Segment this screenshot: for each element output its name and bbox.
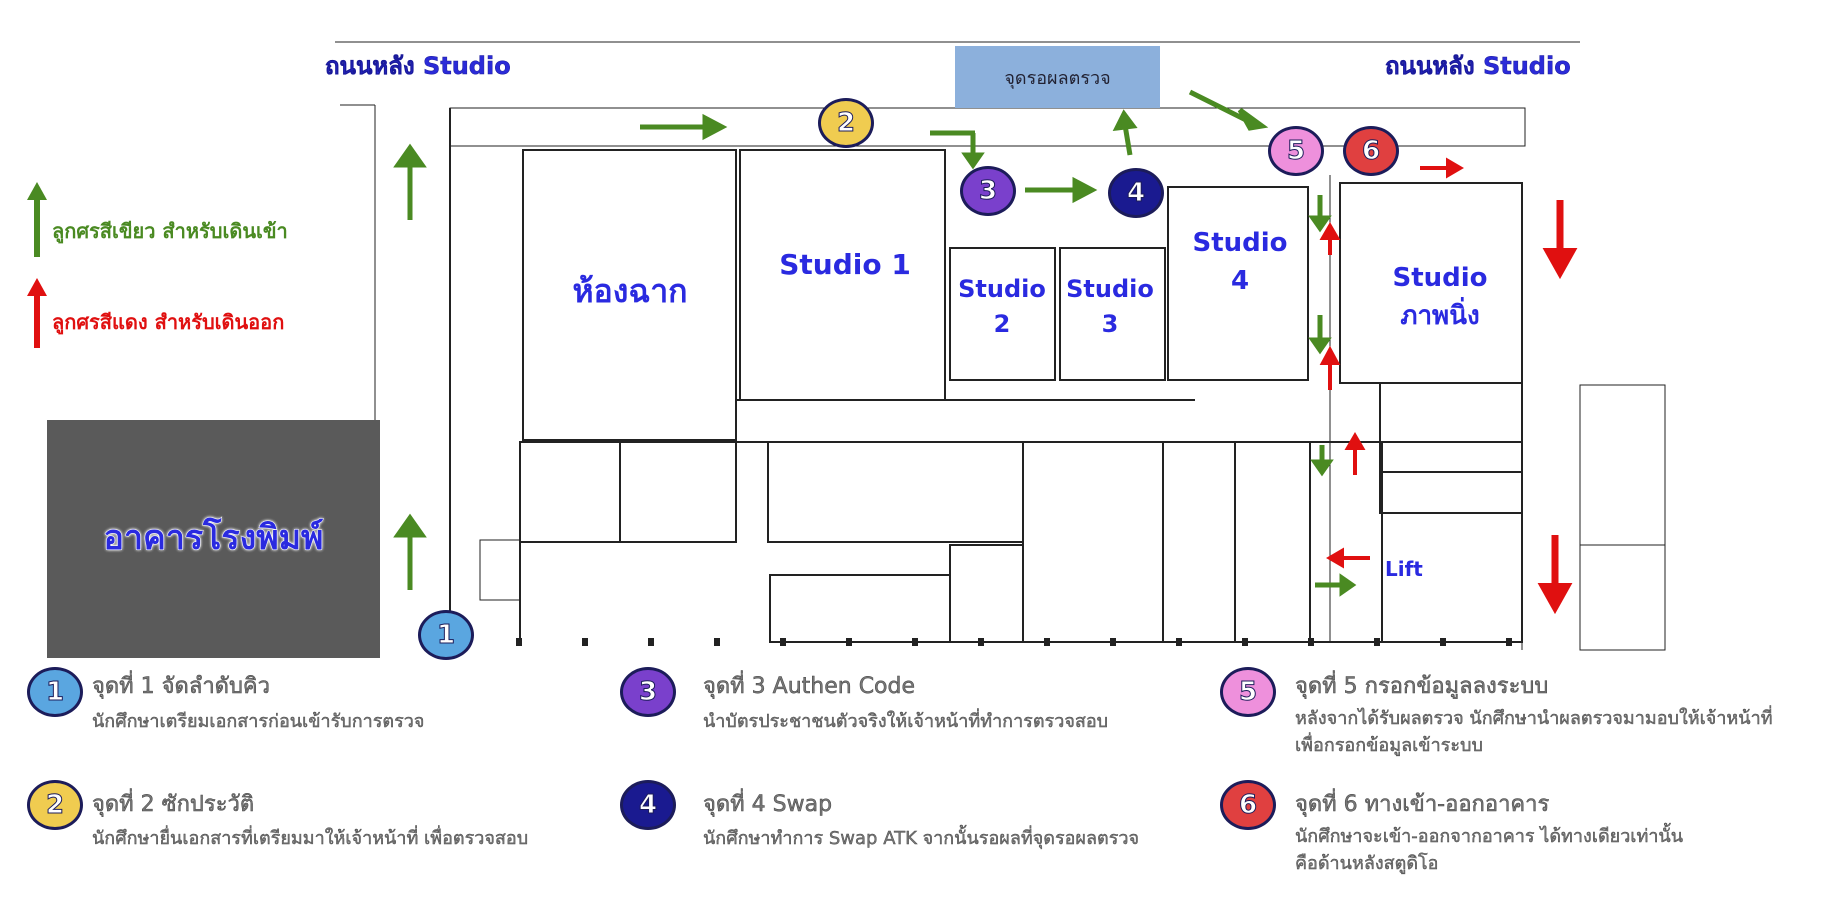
map-point-2: 2 [818, 98, 874, 148]
studio-photo-sub: ภาพนิ่ง [1400, 300, 1480, 331]
legend-desc-1: นักศึกษาเตรียมเอกสารก่อนเข้ารับการตรวจ [92, 711, 425, 732]
legend-desc-6-line1: นักศึกษาจะเข้า-ออกจากอาคาร ได้ทางเดียวเท… [1295, 826, 1684, 847]
room-studio-photo: Studio ภาพนิ่ง [1380, 260, 1500, 335]
studio2-label: Studio [958, 275, 1047, 304]
legend-desc-5: หลังจากได้รับผลตรวจ นักศึกษานำผลตรวจมามอ… [1295, 705, 1773, 759]
legend-title-2: จุดที่ 2 ซักประวัติ [92, 792, 255, 818]
lift-label: Lift [1385, 557, 1424, 582]
map-point-5: 5 [1268, 126, 1324, 176]
studio2-number: 2 [993, 309, 1011, 338]
street-label-left: ถนนหลัง Studio [325, 52, 511, 81]
green-arrows [393, 89, 1357, 597]
street-label-right: ถนนหลัง Studio [1385, 52, 1571, 81]
legend-title-1: จุดที่ 1 จัดลำดับคิว [92, 674, 271, 700]
legend-desc-4: นักศึกษาทำการ Swap ATK จากนั้นรอผลที่จุด… [703, 828, 1140, 849]
legend-badge-2: 2 [27, 780, 83, 830]
legend-badge-6: 6 [1220, 780, 1276, 830]
red-arrow-key: ลูกศรสีแดง สำหรับเดินออก [52, 310, 285, 334]
studio4-label: Studio [1192, 228, 1288, 259]
room-studio1: Studio 1 [779, 248, 912, 282]
legend-badge-3: 3 [620, 667, 676, 717]
legend-title-6: จุดที่ 6 ทางเข้า-ออกอาคาร [1295, 792, 1550, 818]
legend-desc-5-line2: เพื่อกรอกข้อมูลเข้าระบบ [1295, 735, 1483, 756]
legend-badge-1: 1 [27, 667, 83, 717]
map-point-6: 6 [1343, 126, 1399, 176]
legend-desc-3: นำบัตรประชาชนตัวจริงให้เจ้าหน้าที่ทำการต… [703, 711, 1109, 732]
room-studio4: Studio 4 [1180, 225, 1300, 300]
legend-desc-6: นักศึกษาจะเข้า-ออกจากอาคาร ได้ทางเดียวเท… [1295, 823, 1683, 877]
studio3-number: 3 [1101, 309, 1119, 338]
legend-title-5: จุดที่ 5 กรอกข้อมูลลงระบบ [1295, 674, 1549, 700]
room-studio2: Studio 2 [952, 272, 1052, 342]
room-scene: ห้องฉาก [572, 271, 688, 310]
map-point-4: 4 [1108, 168, 1164, 218]
map-point-3: 3 [960, 166, 1016, 216]
red-arrow-icon [27, 278, 47, 348]
waiting-area: จุดรอผลตรวจ [955, 46, 1160, 108]
legend-desc-5-line1: หลังจากได้รับผลตรวจ นักศึกษานำผลตรวจมามอ… [1295, 708, 1773, 729]
studio-photo-label: Studio [1392, 263, 1488, 294]
room-studio3: Studio 3 [1060, 272, 1160, 342]
legend-desc-2: นักศึกษายื่นเอกสารที่เตรียมมาให้เจ้าหน้า… [92, 828, 529, 849]
printing-building-label: อาคารโรงพิมพ์ [103, 518, 324, 559]
red-arrows [1319, 157, 1578, 615]
legend-badge-4: 4 [620, 780, 676, 830]
studio4-number: 4 [1230, 265, 1250, 296]
map-point-1: 1 [418, 610, 474, 660]
green-arrow-key: ลูกศรสีเขียว สำหรับเดินเข้า [52, 219, 288, 243]
legend-title-4: จุดที่ 4 Swap [703, 792, 833, 818]
legend-title-3: จุดที่ 3 Authen Code [703, 674, 916, 700]
legend-desc-6-line2: คือด้านหลังสตูดิโอ [1295, 853, 1439, 874]
studio3-label: Studio [1066, 275, 1155, 304]
green-arrow-icon [27, 182, 47, 257]
printing-building: อาคารโรงพิมพ์ [47, 420, 380, 658]
legend-badge-5: 5 [1220, 667, 1276, 717]
